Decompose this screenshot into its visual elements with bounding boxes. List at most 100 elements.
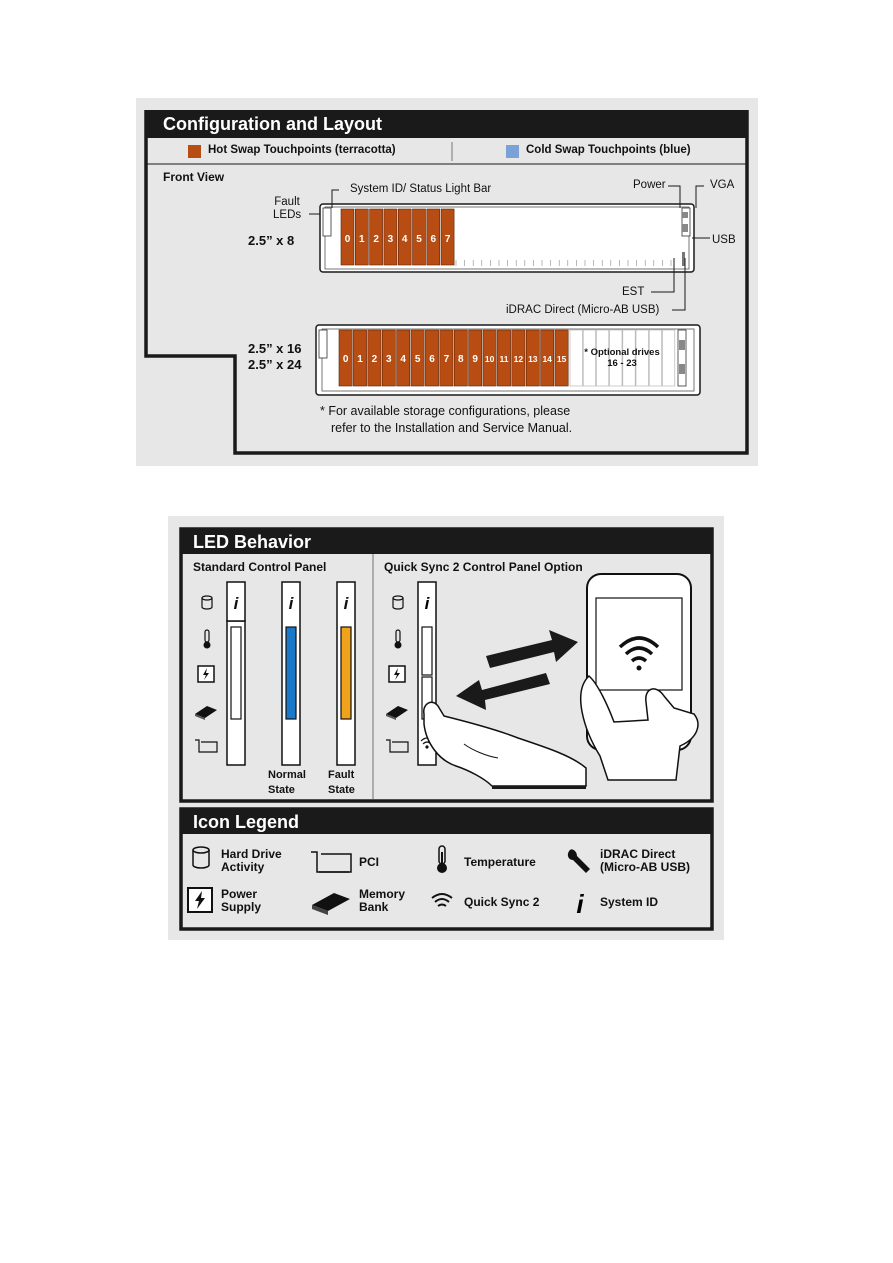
qs-power-supply-icon	[388, 665, 406, 683]
legend-quick-sync-icon	[431, 893, 453, 907]
led-behavior-title: LED Behavior	[193, 532, 312, 552]
drive-bay-24-6: 6	[425, 329, 439, 387]
svg-text:3: 3	[386, 354, 392, 365]
svg-text:4: 4	[400, 354, 406, 365]
cold-swap-legend-label: Cold Swap Touchpoints (blue)	[526, 144, 691, 156]
legend-hard-drive-icon	[192, 846, 210, 869]
drive-bay-8-4: 4	[397, 208, 412, 266]
hand-illustration	[423, 701, 587, 789]
svg-text:8: 8	[458, 354, 464, 365]
std-off-bar	[226, 620, 246, 766]
drive-bay-24-10: 10	[482, 329, 497, 387]
std-power-supply-icon	[197, 665, 215, 683]
vga-label: VGA	[710, 179, 735, 191]
legend-label-power-supply: Power Supply	[221, 887, 262, 914]
std-normal-bar	[281, 581, 301, 766]
legend-label-pci: PCI	[359, 855, 380, 869]
svg-text:1: 1	[357, 354, 363, 365]
chassis-16-label: 2.5” x 16	[248, 341, 302, 356]
std-temperature-icon	[203, 629, 211, 649]
drive-bay-24-4: 4	[396, 329, 411, 387]
storage-note-line1: * For available storage configurations, …	[320, 404, 571, 418]
drive-bay-24-12: 12	[511, 329, 526, 387]
led-behavior-panel: i i i	[168, 516, 724, 940]
svg-text:13: 13	[528, 354, 538, 364]
drive-bay-24-1: 1	[353, 329, 367, 387]
drive-bay-24-14: 14	[540, 329, 555, 387]
fault-state-label: Fault State	[328, 769, 355, 796]
svg-text:5: 5	[415, 354, 421, 365]
qs-system-id-icon: i	[425, 594, 431, 613]
svg-text:15: 15	[557, 354, 567, 364]
drive-bay-8-1: 1	[355, 208, 369, 266]
chassis-8-label: 2.5” x 8	[248, 233, 295, 248]
svg-text:12: 12	[514, 354, 524, 364]
svg-text:6: 6	[429, 354, 435, 365]
front-view-label: Front View	[163, 170, 225, 184]
est-label: EST	[622, 286, 645, 298]
qs-memory-bank-icon	[386, 706, 408, 720]
svg-text:5: 5	[416, 234, 422, 245]
hot-swap-legend-label: Hot Swap Touchpoints (terracotta)	[208, 144, 396, 156]
svg-text:7: 7	[444, 354, 450, 365]
legend-label-quick-sync: Quick Sync 2	[464, 895, 540, 909]
drive-bay-8-3: 3	[383, 208, 398, 266]
svg-text:1: 1	[359, 234, 365, 245]
config-title: Configuration and Layout	[163, 114, 382, 134]
chassis-24-label: 2.5” x 24	[248, 357, 302, 372]
legend-label-hard-drive: Hard Drive Activity	[221, 847, 282, 874]
svg-text:11: 11	[500, 354, 509, 364]
std-pci-icon	[195, 739, 218, 753]
quick-sync-panel-title: Quick Sync 2 Control Panel Option	[384, 560, 583, 574]
std-system-id-icon: i	[234, 594, 240, 613]
optional-drive-slot	[569, 329, 583, 387]
drive-bay-24-15: 15	[554, 329, 569, 387]
optional-drive-slot	[662, 329, 676, 387]
optional-drive-slot	[609, 329, 623, 387]
drive-bay-24-2: 2	[367, 329, 382, 387]
power-label: Power	[633, 179, 666, 191]
system-id-label: System ID/ Status Light Bar	[350, 183, 492, 195]
idrac-direct-label: iDRAC Direct (Micro-AB USB)	[506, 304, 660, 316]
drive-bay-24-0: 0	[338, 329, 353, 387]
optional-drive-slot	[622, 329, 636, 387]
svg-text:10: 10	[485, 354, 495, 364]
drive-bay-24-8: 8	[453, 329, 468, 387]
drive-bay-24-11: 11	[497, 329, 511, 387]
svg-text:14: 14	[542, 354, 552, 364]
icon-legend-title: Icon Legend	[193, 812, 300, 832]
standard-panel-title: Standard Control Panel	[193, 560, 327, 574]
drive-bay-24-13: 13	[525, 329, 540, 387]
std-hard-drive-icon	[201, 595, 213, 610]
svg-text:0: 0	[345, 234, 351, 245]
legend-temperature-icon	[437, 845, 447, 873]
legend-system-id-icon: i	[576, 889, 584, 919]
legend-wrench-icon	[567, 849, 590, 873]
optional-drive-slot	[582, 329, 596, 387]
svg-text:2: 2	[373, 234, 379, 245]
drive-bay-8-6: 6	[426, 208, 441, 266]
drive-bay-24-3: 3	[381, 329, 396, 387]
svg-text:9: 9	[472, 354, 478, 365]
optional-drive-slot	[596, 329, 610, 387]
drive-bay-24-9: 9	[468, 329, 483, 387]
svg-text:7: 7	[445, 234, 451, 245]
fault-system-id-icon: i	[344, 594, 350, 613]
drive-bay-24-5: 5	[410, 329, 425, 387]
drive-bay-8-5: 5	[412, 208, 426, 266]
drive-bay-8-0: 0	[340, 208, 355, 266]
storage-note-line2: refer to the Installation and Service Ma…	[331, 421, 573, 435]
svg-text:0: 0	[343, 354, 349, 365]
sync-arrows	[456, 630, 578, 710]
usb-label: USB	[712, 234, 736, 246]
std-fault-bar	[336, 581, 356, 766]
std-memory-bank-icon	[195, 706, 217, 720]
legend-label-system-id: System ID	[600, 895, 659, 909]
legend-label-temperature: Temperature	[464, 855, 536, 869]
svg-text:6: 6	[431, 234, 437, 245]
led-behavior-diagram: i i i	[168, 516, 724, 940]
drive-bay-8-2: 2	[369, 208, 383, 266]
qs-hard-drive-icon	[392, 595, 404, 610]
